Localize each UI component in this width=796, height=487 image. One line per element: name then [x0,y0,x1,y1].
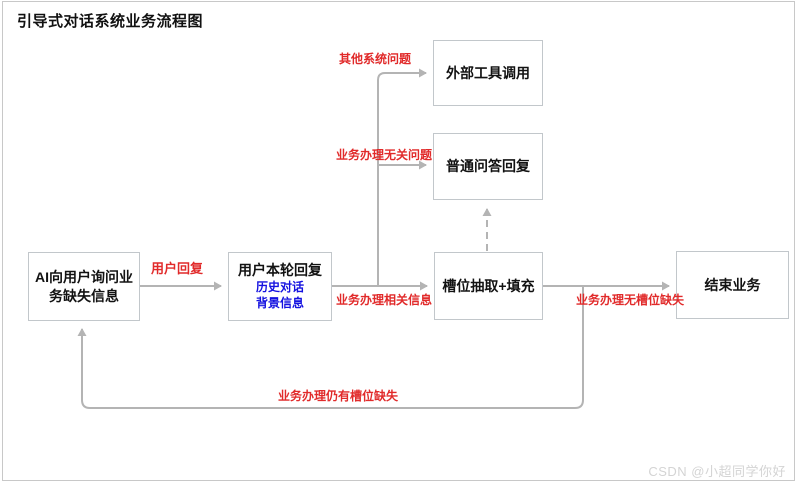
node-label: 槽位抽取+填充 [442,277,535,294]
edge-label-still-slot-missing: 业务办理仍有槽位缺失 [278,389,399,403]
edge-label-business-unrelated-question: 业务办理无关问题 [336,148,433,162]
node-label: 普通问答回复 [446,158,530,175]
node-end-business: 结束业务 [676,251,789,319]
edge-label-user-reply: 用户回复 [151,261,204,276]
node-label: 结束业务 [704,276,761,293]
edge-label-business-related-info: 业务办理相关信息 [336,293,433,307]
node-sub-background-info: 背景信息 [255,295,304,310]
diagram-title: 引导式对话系统业务流程图 [17,13,204,30]
edge-label-other-system-question: 其他系统问题 [339,52,412,66]
csdn-watermark: CSDN @小超同学你好 [648,464,786,479]
edge-label-no-slot-missing: 业务办理无槽位缺失 [576,293,685,307]
node-label: 用户本轮回复 [238,262,322,279]
node-slot-extract-fill: 槽位抽取+填充 [434,252,543,320]
node-sub-history-dialogue: 历史对话 [255,280,304,295]
node-ask-user-missing-info: AI向用户询问业务缺失信息 [28,252,140,321]
node-external-tool-call: 外部工具调用 [433,40,543,106]
node-user-current-reply: 用户本轮回复 历史对话 背景信息 [228,252,332,321]
node-ordinary-qa-reply: 普通问答回复 [433,133,543,200]
node-label: AI向用户询问业务缺失信息 [35,268,133,304]
node-label: 外部工具调用 [446,64,530,81]
